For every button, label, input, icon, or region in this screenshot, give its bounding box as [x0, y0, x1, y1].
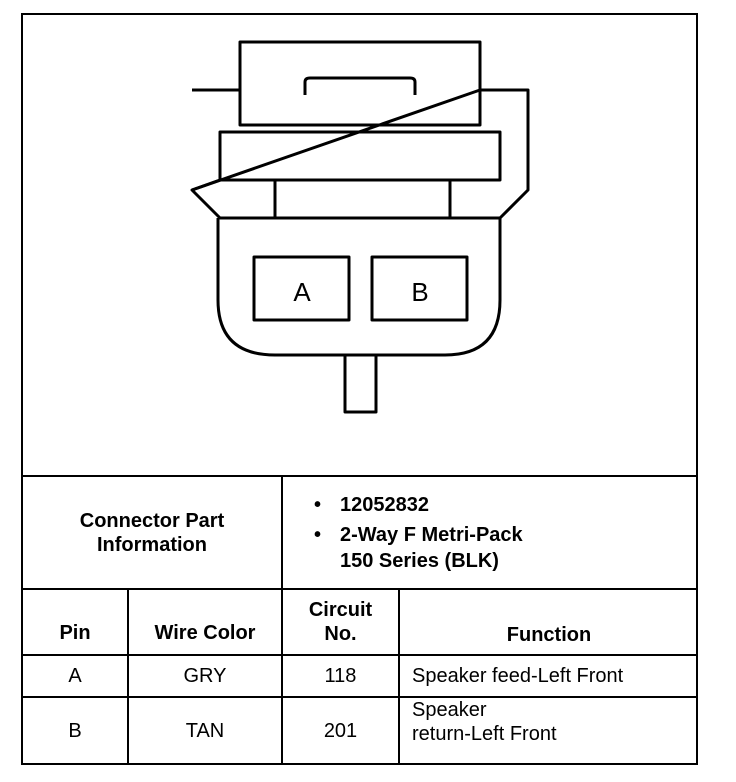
row-b-function-line2: return-Left Front: [412, 723, 557, 745]
locking-tab: [238, 40, 482, 127]
connector-info-values: • 12052832 • 2-Way F Metri-Pack 150 Seri…: [314, 492, 523, 574]
connector-body: [216, 218, 502, 357]
row-b-function: Speaker return-Left Front: [400, 698, 698, 764]
info-divider: [281, 475, 283, 765]
connector-description-line1: 2-Way F Metri-Pack: [340, 524, 523, 546]
shoulder-inner: [218, 130, 502, 182]
header-pin: Pin: [59, 622, 91, 644]
pin-label-b: B: [411, 277, 429, 307]
part-number: 12052832: [340, 494, 429, 516]
cavity-a: [252, 255, 351, 322]
row-b-wire-color: TAN: [185, 720, 225, 742]
header-circuit-line1: Circuit: [308, 599, 373, 621]
wire-stub: [343, 355, 378, 414]
tab-notch: [303, 76, 417, 95]
header-circuit-no: Circuit No.: [283, 590, 398, 654]
info-bottom-border: [21, 588, 698, 590]
connector-info-label-line1: Connector Part: [79, 509, 225, 532]
connector-info-label-line2: Information: [97, 533, 207, 556]
row-a-pin: A: [68, 665, 82, 687]
row-a-bottom-border: [21, 696, 698, 698]
row-a-circuit: 118: [324, 665, 357, 687]
row-b-function-line1: Speaker: [412, 699, 487, 721]
col-divider-1: [127, 588, 129, 765]
header-function: Function: [506, 624, 592, 646]
row-b-pin: B: [68, 720, 82, 742]
header-circuit-line2: No.: [324, 623, 357, 645]
diagram-frame: [21, 13, 698, 765]
pin-label-a: A: [293, 277, 311, 307]
col-divider-3: [398, 588, 400, 765]
connector-description-line2: 150 Series (BLK): [340, 550, 499, 572]
table-top-border: [21, 475, 698, 477]
row-a-function: Speaker feed-Left Front: [412, 665, 624, 687]
row-b-circuit: 201: [323, 720, 358, 742]
connector-shoulder: [190, 88, 530, 220]
cavity-b: [370, 255, 469, 322]
bullet: •: [314, 524, 322, 546]
header-bottom-border: [21, 654, 698, 656]
header-wire-color: Wire Color: [154, 622, 256, 644]
row-a-wire-color: GRY: [183, 665, 227, 687]
bullet: •: [314, 494, 322, 516]
connector-info-label: Connector Part Information: [23, 477, 281, 588]
